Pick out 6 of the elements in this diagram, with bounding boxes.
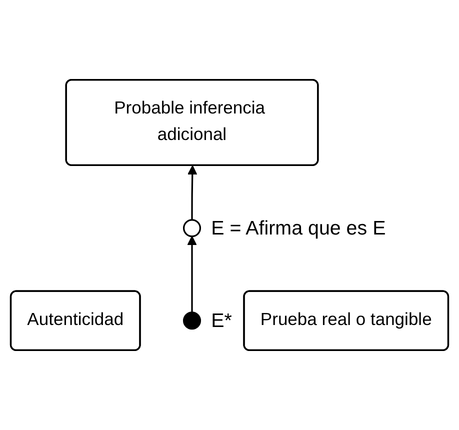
node-circle [182, 219, 202, 238]
arrow [188, 165, 198, 220]
arrow [187, 236, 197, 312]
node-circle [182, 312, 202, 330]
node-caption: E = Afirma que es E [211, 218, 386, 240]
node-caption: E* [211, 310, 232, 332]
